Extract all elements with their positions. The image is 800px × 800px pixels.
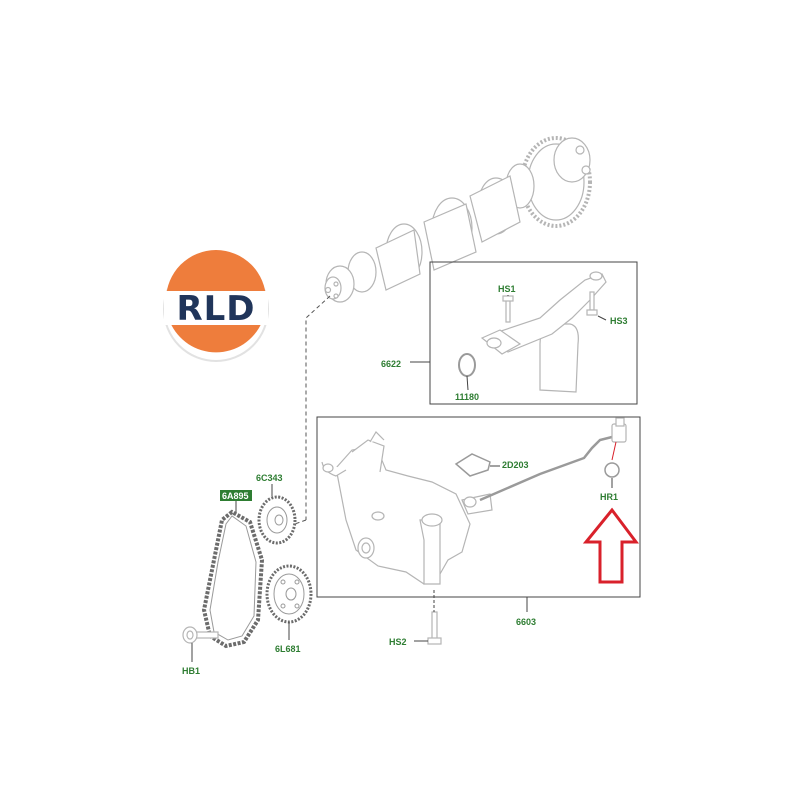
logo-text: RLD bbox=[176, 289, 255, 329]
label-hs3: HS3 bbox=[610, 316, 628, 326]
sensor-pipe-icon bbox=[479, 434, 617, 502]
label-6a895: 6A895 bbox=[222, 491, 249, 501]
label-6l681: 6L681 bbox=[275, 644, 301, 654]
bolt-icon bbox=[182, 626, 219, 644]
oil-pump-group bbox=[316, 416, 641, 612]
label-11180: 11180 bbox=[455, 392, 479, 402]
label-hs1: HS1 bbox=[498, 284, 516, 294]
o-ring-icon bbox=[604, 462, 620, 478]
label-hb1: HB1 bbox=[182, 666, 200, 676]
label-6622: 6622 bbox=[381, 359, 401, 369]
label-hr1: HR1 bbox=[600, 492, 618, 502]
label-2d203: 2D203 bbox=[502, 460, 529, 470]
o-ring-icon bbox=[458, 353, 476, 377]
sprocket-icon bbox=[265, 564, 313, 624]
gasket-icon bbox=[454, 453, 491, 477]
oil-pickup-tube-icon bbox=[480, 271, 607, 393]
highlighted-label: 6A895 bbox=[220, 490, 252, 501]
pickup-tube-group bbox=[410, 261, 638, 405]
up-arrow-icon bbox=[582, 507, 639, 584]
sprocket-icon bbox=[257, 495, 297, 545]
connector-line bbox=[305, 295, 331, 520]
timing-chain-icon bbox=[201, 509, 265, 649]
label-6603: 6603 bbox=[516, 617, 536, 627]
oil-pump-icon bbox=[321, 431, 493, 585]
crankshaft-icon bbox=[324, 136, 592, 303]
bolt-icon bbox=[427, 611, 442, 645]
sensor-icon bbox=[611, 417, 627, 443]
bolt-icon bbox=[502, 291, 598, 323]
label-hs2: HS2 bbox=[389, 637, 407, 647]
label-6c343: 6C343 bbox=[256, 473, 283, 483]
rld-logo: RLD bbox=[163, 250, 269, 362]
